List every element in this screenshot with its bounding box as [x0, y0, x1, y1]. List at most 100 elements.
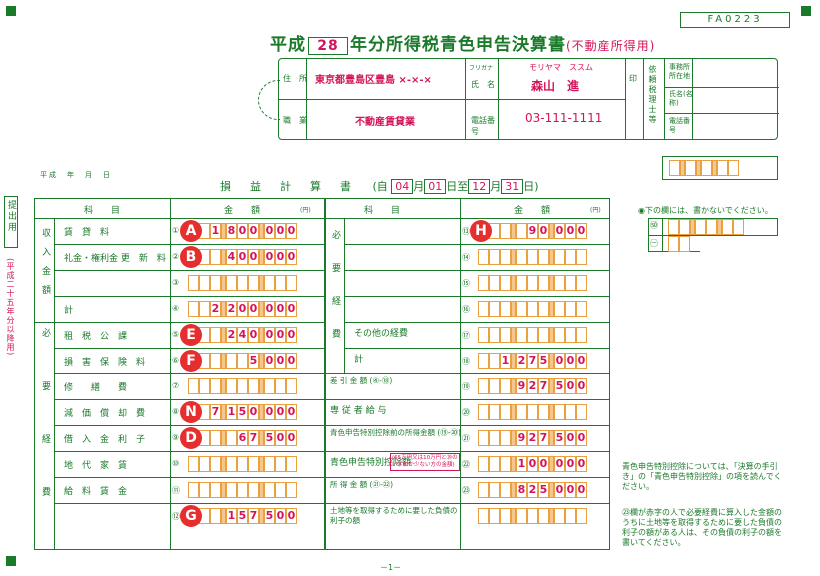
digit-cell[interactable]: 7 [248, 507, 259, 524]
digit-cell[interactable] [527, 274, 538, 291]
digit-cell[interactable]: 0 [538, 456, 549, 473]
digit-cell[interactable] [286, 274, 297, 291]
digit-cell[interactable] [565, 326, 576, 343]
digit-cell[interactable]: 1 [500, 352, 511, 369]
digit-cell[interactable] [188, 456, 199, 473]
digit-cell[interactable] [226, 378, 237, 395]
digit-cell[interactable] [516, 274, 527, 291]
digit-cell[interactable]: 8 [516, 482, 527, 498]
digit-cell[interactable] [264, 482, 275, 498]
office-code-box[interactable] [662, 156, 778, 180]
digit-cell[interactable]: 0 [565, 482, 576, 498]
digit-cell[interactable]: 0 [248, 300, 259, 317]
digit-cell[interactable] [717, 219, 722, 235]
digit-cell[interactable] [565, 248, 576, 265]
digit-cell[interactable] [516, 507, 527, 524]
digit-cell[interactable] [248, 482, 259, 498]
digit-cell[interactable] [275, 274, 286, 291]
digit-cell[interactable]: 0 [248, 248, 259, 265]
right-amount-field[interactable] [478, 248, 587, 265]
address-value[interactable]: 東京都豊島区豊島 ×-×-× [315, 75, 432, 86]
digit-cell[interactable] [199, 378, 210, 395]
digit-cell[interactable]: 0 [554, 482, 565, 498]
digit-cell[interactable] [500, 326, 511, 343]
digit-cell[interactable]: 0 [286, 352, 297, 369]
digit-cell[interactable] [210, 507, 221, 524]
digit-cell[interactable]: 5 [237, 507, 248, 524]
digit-cell[interactable] [500, 300, 511, 317]
digit-cell[interactable]: 2 [226, 300, 237, 317]
digit-cell[interactable] [226, 352, 237, 369]
digit-cell[interactable] [275, 456, 286, 473]
digit-cell[interactable] [722, 219, 733, 235]
digit-cell[interactable]: 4 [237, 326, 248, 343]
digit-cell[interactable] [576, 274, 587, 291]
digit-cell[interactable]: 0 [286, 430, 297, 447]
digit-cell[interactable] [478, 404, 489, 421]
digit-cell[interactable] [478, 456, 489, 473]
digit-cell[interactable]: 0 [275, 326, 286, 343]
digit-cell[interactable] [264, 378, 275, 395]
digit-cell[interactable] [489, 378, 500, 395]
left-amount-field[interactable] [188, 274, 297, 291]
digit-cell[interactable] [500, 507, 511, 524]
digit-cell[interactable] [188, 482, 199, 498]
digit-cell[interactable] [478, 326, 489, 343]
digit-cell[interactable]: 0 [286, 248, 297, 265]
digit-cell[interactable] [500, 482, 511, 498]
digit-cell[interactable] [478, 507, 489, 524]
digit-cell[interactable]: 5 [248, 352, 259, 369]
digit-cell[interactable]: 0 [286, 223, 297, 239]
digit-cell[interactable] [500, 404, 511, 421]
digit-cell[interactable]: 4 [226, 248, 237, 265]
to-month[interactable]: 12 [468, 179, 491, 194]
digit-cell[interactable]: 1 [516, 456, 527, 473]
digit-cell[interactable]: 0 [264, 300, 275, 317]
digit-cell[interactable]: 5 [264, 430, 275, 447]
digit-cell[interactable]: 0 [576, 456, 587, 473]
digit-cell[interactable] [210, 482, 221, 498]
digit-cell[interactable]: 0 [565, 223, 576, 239]
digit-cell[interactable] [500, 430, 511, 447]
digit-cell[interactable]: 0 [264, 404, 275, 421]
digit-cell[interactable]: 0 [264, 248, 275, 265]
digit-cell[interactable] [538, 248, 549, 265]
digit-cell[interactable] [712, 160, 717, 176]
digit-cell[interactable] [489, 300, 500, 317]
digit-cell[interactable]: 0 [237, 248, 248, 265]
digit-cell[interactable] [226, 274, 237, 291]
digit-cell[interactable] [237, 352, 248, 369]
digit-cell[interactable]: 0 [576, 378, 587, 395]
digit-cell[interactable] [576, 248, 587, 265]
digit-cell[interactable] [489, 248, 500, 265]
digit-cell[interactable] [286, 456, 297, 473]
digit-cell[interactable] [210, 274, 221, 291]
digit-cell[interactable]: 0 [576, 482, 587, 498]
digit-cell[interactable]: 2 [210, 300, 221, 317]
from-day[interactable]: 01 [424, 179, 447, 194]
right-amount-field[interactable] [478, 404, 587, 421]
digit-cell[interactable] [538, 404, 549, 421]
right-amount-field[interactable] [478, 326, 587, 343]
furigana-value[interactable]: モリヤマ ススム [529, 63, 593, 72]
left-amount-field[interactable] [188, 482, 297, 498]
digit-cell[interactable]: 2 [527, 482, 538, 498]
digit-cell[interactable] [237, 482, 248, 498]
digit-cell[interactable] [478, 482, 489, 498]
digit-cell[interactable]: 0 [237, 300, 248, 317]
left-amount-field[interactable] [188, 456, 297, 473]
digit-cell[interactable]: 0 [286, 404, 297, 421]
digit-cell[interactable] [188, 300, 199, 317]
digit-cell[interactable]: 5 [538, 352, 549, 369]
digit-cell[interactable] [199, 300, 210, 317]
digit-cell[interactable]: 0 [275, 223, 286, 239]
left-amount-field[interactable] [188, 378, 297, 395]
digit-cell[interactable] [538, 300, 549, 317]
digit-cell[interactable]: 0 [275, 300, 286, 317]
digit-cell[interactable] [554, 248, 565, 265]
